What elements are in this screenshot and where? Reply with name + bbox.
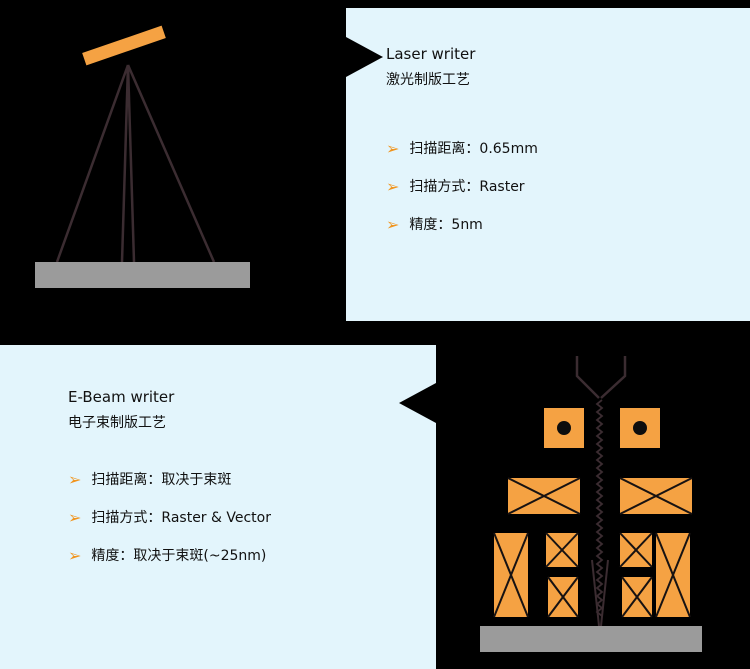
bullet-text: 扫描方式：Raster — [409, 179, 525, 195]
lens-coil-upper-left — [507, 477, 581, 515]
arrow-bullet-icon: ➢ — [386, 139, 400, 158]
callout-arrow-left-icon — [346, 37, 383, 77]
laser-bullet-list: ➢ 扫描距离：0.65mm ➢ 扫描方式：Raster ➢ 精度：5nm — [386, 138, 538, 252]
arrow-bullet-icon: ➢ — [68, 546, 82, 565]
laser-mirror — [82, 25, 166, 66]
list-item: ➢ 扫描方式：Raster & Vector — [68, 507, 271, 529]
list-item: ➢ 精度：取决于束斑(~25nm) — [68, 545, 271, 567]
ebeam-info-panel: E-Beam writer 电子束制版工艺 ➢ 扫描距离：取决于束斑 ➢ 扫描方… — [0, 345, 436, 669]
arrow-bullet-icon: ➢ — [68, 508, 82, 527]
laser-title-en: Laser writer — [386, 45, 476, 63]
lens-coil-inner-left-top — [545, 532, 579, 568]
lens-coil-inner-left-bottom — [547, 576, 579, 618]
ebeam-title-en: E-Beam writer — [68, 388, 175, 406]
list-item: ➢ 扫描距离：0.65mm — [386, 138, 538, 160]
laser-beam-lines — [55, 64, 216, 263]
arrow-bullet-icon: ➢ — [68, 470, 82, 489]
lens-coil-inner-right-bottom — [621, 576, 653, 618]
callout-arrow-right-icon — [399, 383, 436, 423]
bullet-text: 扫描距离：取决于束斑 — [91, 472, 232, 488]
laser-writer-diagram — [35, 25, 250, 288]
ebeam-title-zh: 电子束制版工艺 — [68, 415, 166, 431]
beam-focus-cone — [591, 559, 609, 627]
lens-coil-outer-right — [655, 532, 691, 618]
laser-title-zh: 激光制版工艺 — [386, 72, 470, 88]
list-item: ➢ 扫描距离：取决于束斑 — [68, 469, 271, 491]
electron-beam-zigzag — [595, 399, 604, 617]
bullet-text: 扫描距离：0.65mm — [409, 141, 538, 157]
lens-coil-outer-left — [493, 532, 529, 618]
bullet-text: 扫描方式：Raster & Vector — [91, 510, 271, 526]
lens-coil-inner-right-top — [619, 532, 653, 568]
arrow-bullet-icon: ➢ — [386, 177, 400, 196]
bullet-text: 精度：取决于束斑(~25nm) — [91, 548, 267, 564]
ebeam-substrate — [480, 626, 702, 652]
electron-gun — [575, 356, 627, 399]
laser-info-panel: Laser writer 激光制版工艺 ➢ 扫描距离：0.65mm ➢ 扫描方式… — [346, 8, 750, 321]
list-item: ➢ 扫描方式：Raster — [386, 176, 538, 198]
aperture-right — [620, 408, 660, 448]
ebeam-panel-title: E-Beam writer 电子束制版工艺 — [68, 387, 174, 433]
laser-panel-title: Laser writer 激光制版工艺 — [386, 44, 475, 90]
bullet-text: 精度：5nm — [409, 217, 483, 233]
ebeam-bullet-list: ➢ 扫描距离：取决于束斑 ➢ 扫描方式：Raster & Vector ➢ 精度… — [68, 469, 271, 583]
laser-substrate — [35, 262, 250, 288]
ebeam-writer-diagram — [480, 356, 702, 652]
arrow-bullet-icon: ➢ — [386, 215, 400, 234]
lens-coil-upper-right — [619, 477, 693, 515]
aperture-left — [544, 408, 584, 448]
list-item: ➢ 精度：5nm — [386, 214, 538, 236]
